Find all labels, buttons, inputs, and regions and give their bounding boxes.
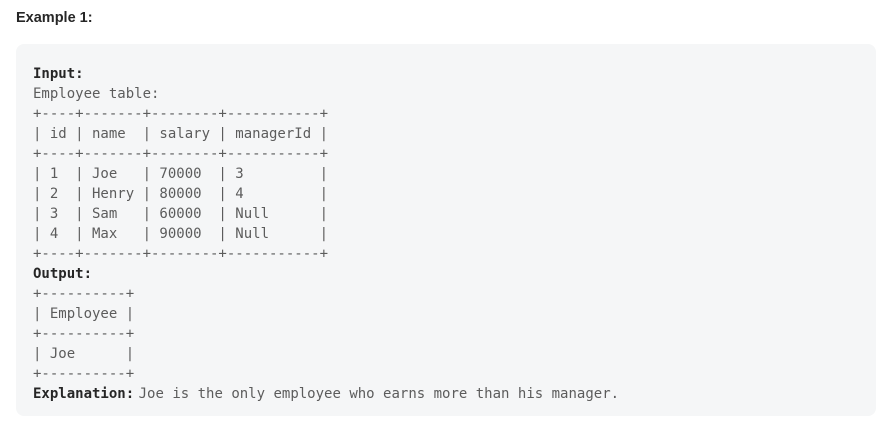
input-label: Input: xyxy=(33,66,84,82)
explanation-label: Explanation: xyxy=(33,386,135,402)
input-table-caption: Employee table: xyxy=(33,86,160,102)
example-heading: Example 1: xyxy=(16,10,93,26)
input-ascii-table: +----+-------+--------+-----------+ | id… xyxy=(33,106,329,262)
output-label: Output: xyxy=(33,266,93,282)
explanation-text: Joe is the only employee who earns more … xyxy=(138,386,620,402)
example-code-block: Input: Employee table: +----+-------+---… xyxy=(16,44,876,416)
output-ascii-table: +----------+ | Employee | +----------+ |… xyxy=(33,286,135,382)
example-section: Example 1: Input: Employee table: +----+… xyxy=(16,10,876,416)
